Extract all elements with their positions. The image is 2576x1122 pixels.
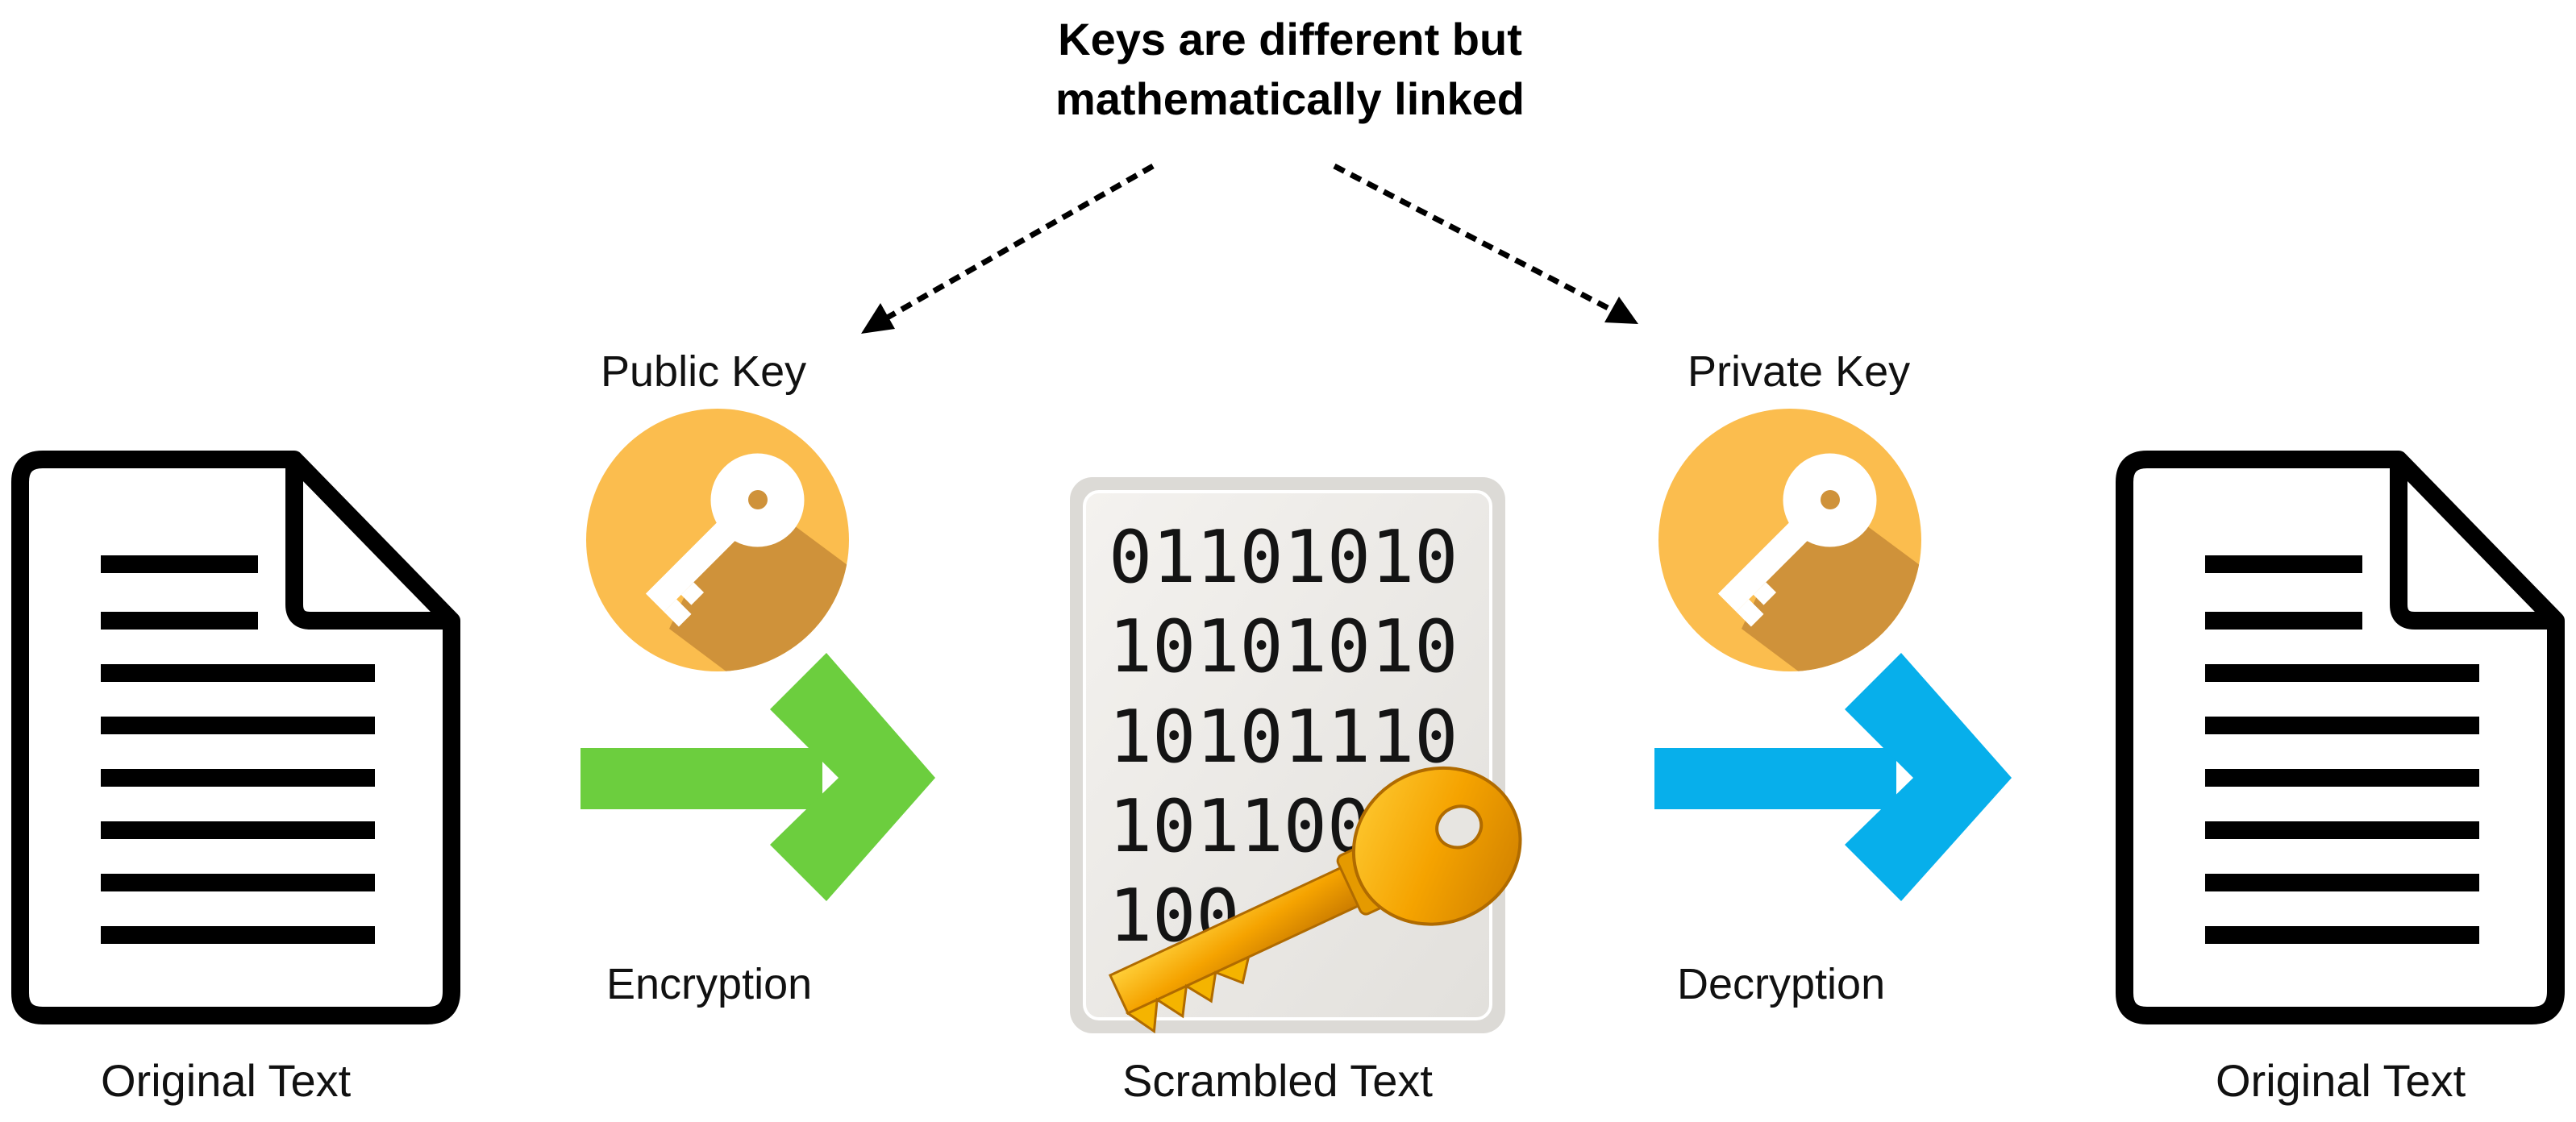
binary-line: 10101110 xyxy=(1109,695,1458,779)
scrambled-text-label: Scrambled Text xyxy=(1122,1055,1433,1106)
dashed-arrow-to-private-key xyxy=(1333,163,1614,314)
arrowhead-public xyxy=(861,303,895,334)
document-icon xyxy=(11,451,460,1024)
headline-line-1: Keys are different but xyxy=(1058,14,1522,64)
arrowhead-private xyxy=(1604,297,1638,324)
encryption-label: Encryption xyxy=(606,960,813,1008)
document-icon xyxy=(2116,451,2565,1024)
binary-document-icon: 01101010 10101010 10101110 1011001 100 xyxy=(1070,477,1505,1033)
binary-line: 01101010 xyxy=(1109,515,1458,600)
encrypt-arrow-icon xyxy=(581,653,935,901)
link-arrows xyxy=(861,163,1638,334)
binary-line: 10101010 xyxy=(1109,605,1458,689)
private-key-label: Private Key xyxy=(1688,347,1911,396)
gold-key-icon xyxy=(1108,766,1522,1034)
dashed-arrow-to-public-key xyxy=(877,163,1155,326)
key-circle-icon xyxy=(586,409,849,671)
public-key-label: Public Key xyxy=(601,347,807,396)
decryption-label: Decryption xyxy=(1677,960,1886,1008)
left-document-label: Original Text xyxy=(101,1055,352,1106)
right-document-label: Original Text xyxy=(2216,1055,2466,1106)
key-circle-icon xyxy=(1658,409,1921,671)
decrypt-arrow-icon xyxy=(1654,653,2012,901)
headline: Keys are different but mathematically li… xyxy=(867,10,1713,129)
headline-line-2: mathematically linked xyxy=(1055,73,1525,124)
